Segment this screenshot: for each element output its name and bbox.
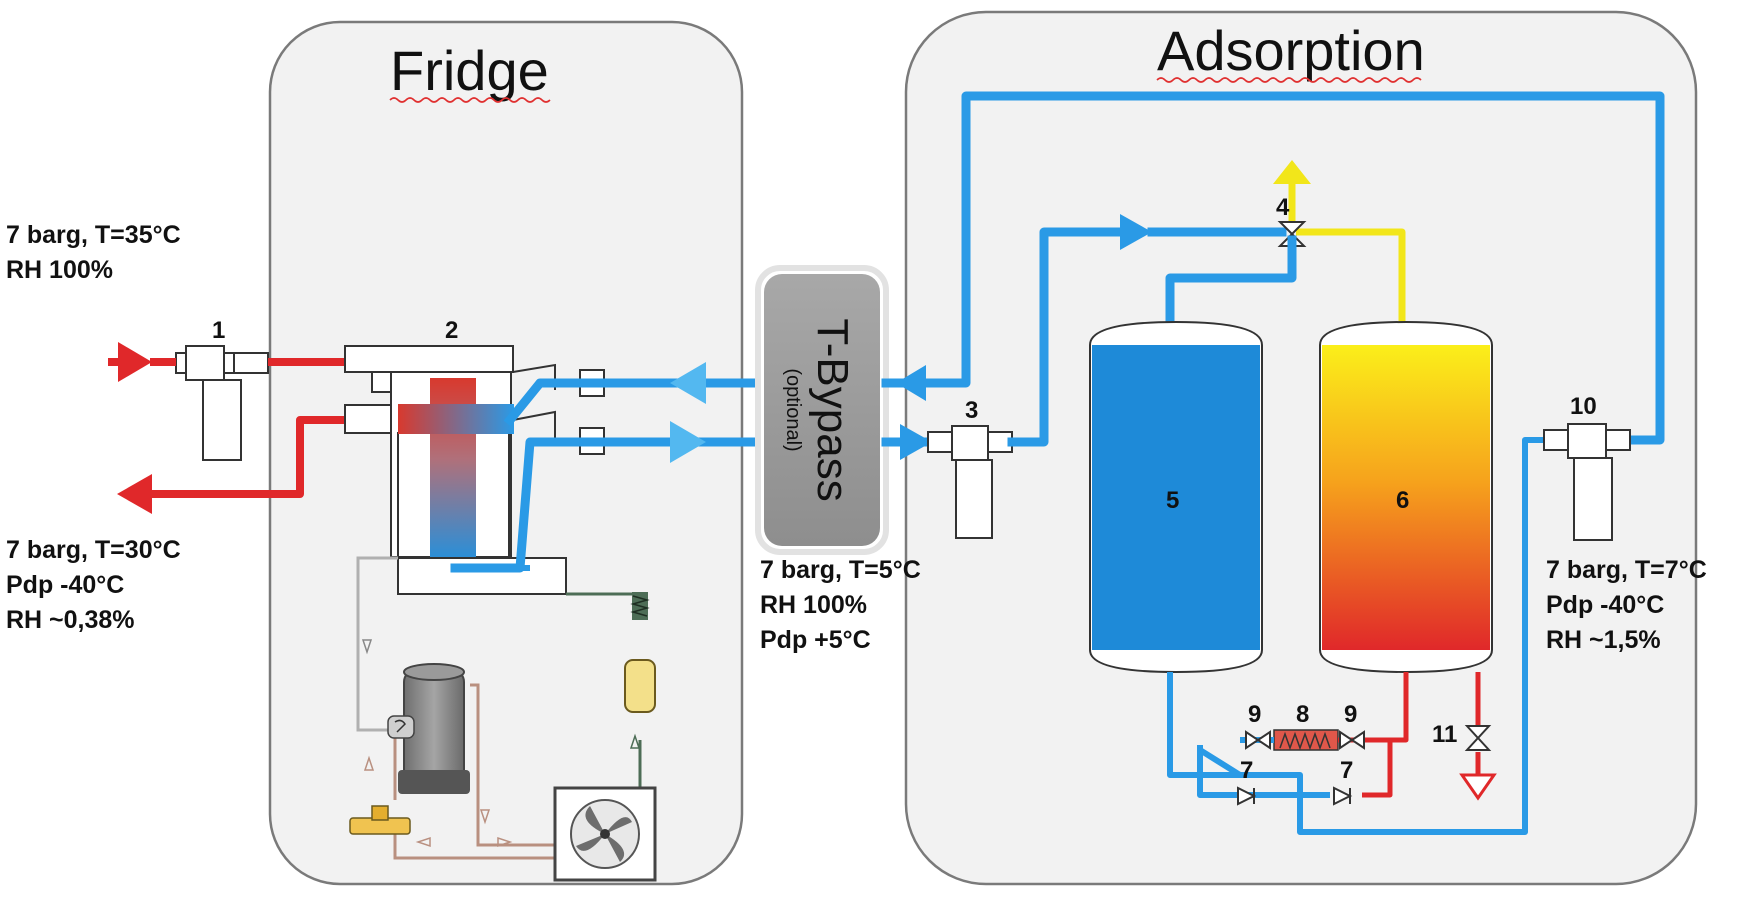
check-valve-7-left xyxy=(1237,786,1257,806)
filter-dryer xyxy=(624,592,656,713)
ref-arrow-up2-icon xyxy=(629,733,641,749)
label-2: 2 xyxy=(445,317,458,344)
label-1: 1 xyxy=(212,317,225,344)
pipe-3-to-4 xyxy=(1007,227,1129,447)
label-7-right: 7 xyxy=(1340,757,1353,784)
valve-9-left xyxy=(1245,730,1271,750)
t-bypass-box xyxy=(755,265,889,555)
ref-arrow-down2-icon xyxy=(479,809,491,825)
filter-3 xyxy=(927,425,1013,539)
valve-9-right xyxy=(1339,730,1365,750)
label-8: 8 xyxy=(1296,701,1309,728)
svg-text:7 barg, T=5°C: 7 barg, T=5°C xyxy=(760,556,921,584)
svg-text:RH ~0,38%: RH ~0,38% xyxy=(6,606,135,634)
label-3: 3 xyxy=(965,397,978,424)
svg-text:7 barg, T=30°C: 7 barg, T=30°C xyxy=(6,536,181,564)
after-fridge-conditions: 7 barg, T=5°C RH 100% Pdp +5°C xyxy=(760,556,921,654)
flow-arrow-upper-icon xyxy=(670,362,706,404)
svg-text:Pdp -40°C: Pdp -40°C xyxy=(1546,591,1664,619)
pipe-loop-blue xyxy=(1198,437,1560,835)
adsorption-title: Adsorption xyxy=(1157,19,1425,82)
flow-arrow-into-3-icon xyxy=(900,424,932,460)
heat-exchanger-2 xyxy=(344,345,567,595)
ref-arrow-left-icon xyxy=(415,836,431,848)
label-10: 10 xyxy=(1570,393,1597,420)
outlet-pipe xyxy=(152,416,350,498)
expansion-valve xyxy=(349,805,411,835)
label-5: 5 xyxy=(1166,487,1179,514)
label-4: 4 xyxy=(1276,194,1290,221)
tower-6 xyxy=(1319,320,1493,674)
bypass-title: T-Bypass xyxy=(808,318,857,501)
pipe-5-bottom xyxy=(1167,672,1240,778)
vent-arrow-icon xyxy=(1273,160,1311,184)
label-9-right: 9 xyxy=(1344,701,1357,728)
pipe-4-to-5 xyxy=(1165,235,1297,335)
ref-arrow-right-icon xyxy=(497,836,513,848)
heater-8 xyxy=(1273,729,1339,751)
inlet-arrow-icon xyxy=(108,342,152,382)
hx-horizontal-core xyxy=(398,404,514,434)
tower-5 xyxy=(1089,320,1263,674)
valve-11 xyxy=(1464,725,1492,751)
condenser-fan xyxy=(553,786,657,882)
filter-10 xyxy=(1543,423,1631,541)
svg-text:Pdp +5°C: Pdp +5°C xyxy=(760,626,871,654)
compressor xyxy=(387,663,470,794)
label-6: 6 xyxy=(1396,487,1409,514)
svg-text:RH ~1,5%: RH ~1,5% xyxy=(1546,626,1661,654)
inlet-conditions: 7 barg, T=35°C RH 100% xyxy=(6,221,181,284)
bypass-out-upper xyxy=(881,91,1665,445)
svg-text:Pdp -40°C: Pdp -40°C xyxy=(6,571,124,599)
flow-arrow-return-icon xyxy=(896,365,926,401)
flow-arrow-to-4-icon xyxy=(1120,214,1152,250)
svg-text:7 barg, T=7°C: 7 barg, T=7°C xyxy=(1546,556,1707,584)
ref-arrow-up-icon xyxy=(363,755,375,771)
pipe-7-left xyxy=(1197,745,1245,798)
svg-text:7 barg, T=35°C: 7 barg, T=35°C xyxy=(6,221,181,249)
check-valve-7-right xyxy=(1333,786,1353,806)
label-9-left: 9 xyxy=(1248,701,1261,728)
after-adsorption-conditions: 7 barg, T=7°C Pdp -40°C RH ~1,5% xyxy=(1546,556,1707,654)
regen-pipe xyxy=(1296,228,1406,345)
outlet-arrow-icon xyxy=(117,474,152,514)
svg-text:RH 100%: RH 100% xyxy=(760,591,867,619)
flow-arrow-lower-icon xyxy=(670,421,706,463)
label-7-left: 7 xyxy=(1240,757,1253,784)
svg-text:RH 100%: RH 100% xyxy=(6,256,113,284)
outlet-conditions: 7 barg, T=30°C Pdp -40°C RH ~0,38% xyxy=(6,536,181,634)
ref-arrow-down-icon xyxy=(361,639,373,655)
drain-arrow-icon xyxy=(1459,773,1497,801)
label-11: 11 xyxy=(1432,721,1457,748)
bypass-subtitle: (optional) xyxy=(782,368,804,451)
filter-1 xyxy=(175,345,269,461)
fridge-title: Fridge xyxy=(390,39,549,102)
